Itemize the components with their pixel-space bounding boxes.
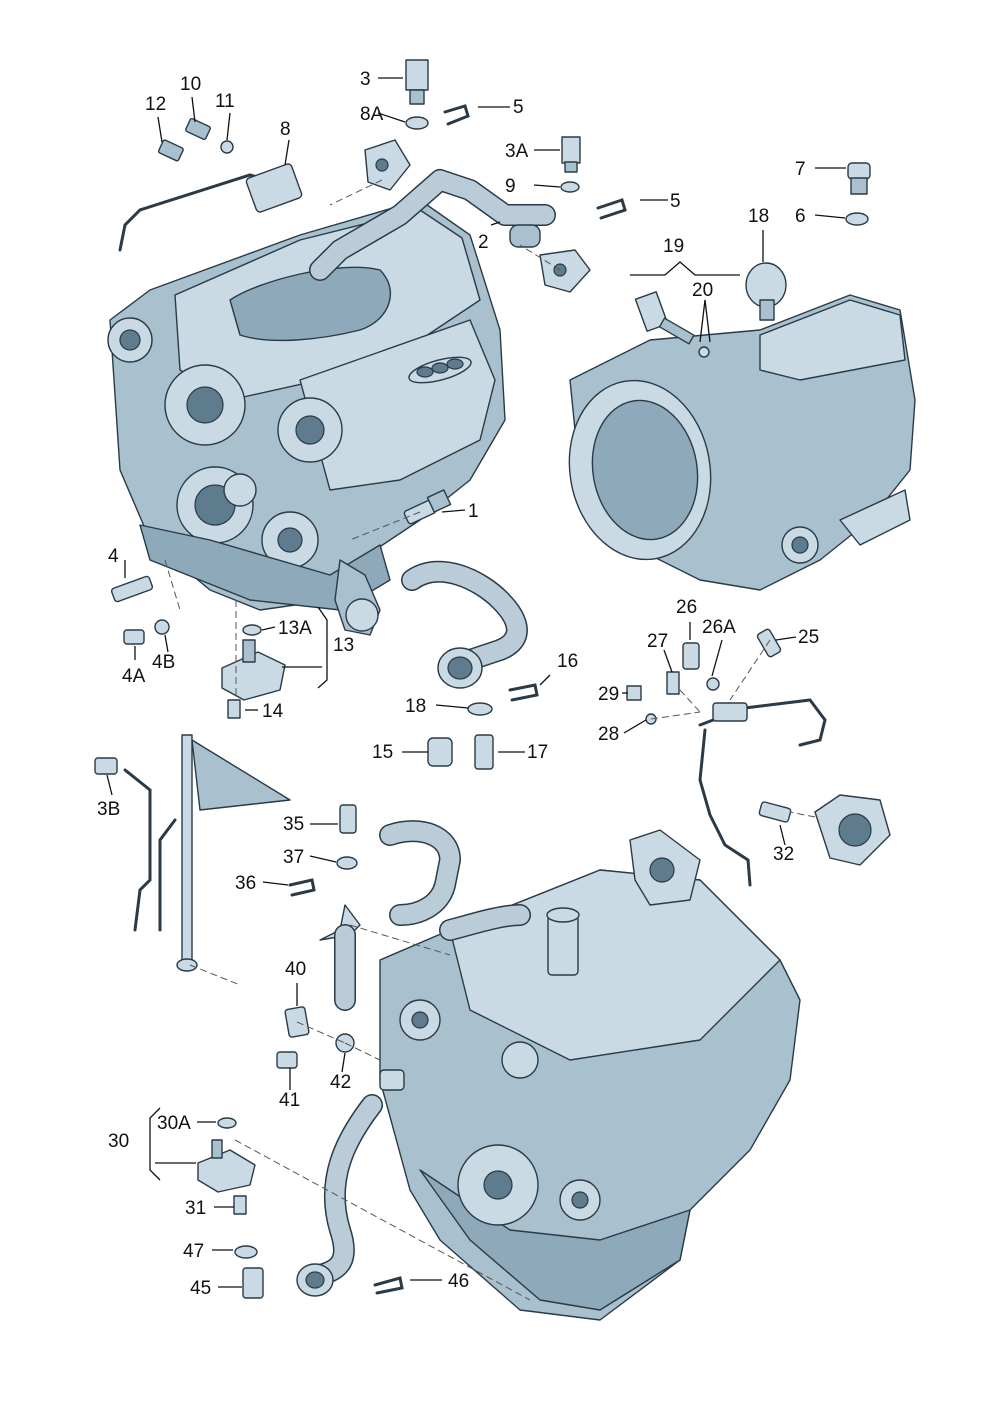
- bolt-14: [227, 699, 241, 719]
- radiator-illustration: [94, 734, 291, 972]
- sensor-17: [474, 734, 494, 770]
- sensor-4: [110, 575, 154, 603]
- callout-6: 6: [795, 206, 806, 227]
- callout-labels: 3 8A 5 3A 9 5 2 7 6 18 19 20 12 10 11 8 …: [97, 69, 819, 1299]
- seal-47: [234, 1245, 258, 1259]
- sensor-13: [221, 639, 286, 701]
- callout-36: 36: [235, 873, 256, 894]
- callout-47: 47: [183, 1241, 204, 1262]
- callout-21: 20: [692, 280, 713, 301]
- seal-30A: [217, 1117, 237, 1129]
- hose-45-47-assembly: [296, 1069, 405, 1297]
- callout-20: 19: [663, 236, 684, 257]
- callout-11: 11: [215, 91, 235, 112]
- hose-16-assembly: [401, 560, 539, 702]
- callout-12: 12: [145, 94, 166, 115]
- callout-42: 42: [330, 1072, 351, 1093]
- callout-4: 4: [108, 546, 119, 567]
- callout-26A: 26A: [702, 617, 736, 638]
- bolt-4A: [123, 629, 145, 645]
- callout-4B: 4B: [152, 652, 175, 673]
- callout-3A: 3A: [505, 141, 529, 162]
- callout-25: 25: [798, 627, 819, 648]
- seal-8A: [560, 181, 580, 193]
- callout-46: 46: [448, 1271, 469, 1292]
- callout-3: 3: [360, 69, 371, 90]
- sensor-32-assembly: [758, 794, 891, 866]
- callout-13A: 13A: [278, 618, 312, 639]
- sensor-3A: [561, 136, 581, 173]
- callout-15: 15: [372, 742, 393, 763]
- bolt-31: [233, 1195, 247, 1215]
- callout-35: 35: [283, 814, 304, 835]
- lower-engine-illustration: [379, 829, 801, 1321]
- callout-40: 40: [285, 959, 306, 980]
- washer-6: [845, 212, 869, 226]
- seal-13A: [242, 624, 262, 636]
- clip-5-lower: [596, 198, 627, 220]
- callout-30A: 30A: [157, 1113, 191, 1134]
- sensor-3: [405, 59, 429, 105]
- callout-2: 2: [478, 232, 489, 253]
- callout-14: 14: [262, 701, 284, 722]
- callout-45: 45: [190, 1278, 211, 1299]
- seal-18: [467, 702, 493, 716]
- sensor-30: [197, 1139, 256, 1193]
- callout-5-mid: 5: [670, 191, 681, 212]
- callout-8A: 9: [505, 176, 516, 197]
- callout-16: 16: [557, 651, 578, 672]
- sensor-45: [242, 1267, 264, 1299]
- callout-30: 30: [108, 1131, 129, 1152]
- callout-27: 27: [647, 631, 668, 652]
- pressure-line-assembly: [626, 628, 827, 887]
- callout-9: 8: [280, 119, 291, 140]
- callout-5-top: 5: [513, 97, 524, 118]
- sensor-19-part: [745, 262, 787, 321]
- callout-18: 18: [405, 696, 426, 717]
- callout-31: 31: [185, 1198, 206, 1219]
- clip-5-upper: [443, 104, 470, 126]
- reference-lines: [164, 179, 816, 1301]
- sensor-20-part: [634, 291, 710, 358]
- callout-7: 7: [795, 159, 806, 180]
- coolant-pipe-assembly: [309, 139, 591, 293]
- hose-35-37-assembly: [288, 804, 461, 1011]
- callout-28: 28: [598, 724, 619, 745]
- transmission-illustration: [568, 294, 916, 591]
- callout-41: 41: [279, 1090, 300, 1111]
- callout-4A: 4A: [122, 666, 146, 687]
- washer-4B: [154, 619, 170, 635]
- callout-1: 1: [468, 501, 479, 522]
- leader-lines: [106, 77, 846, 1288]
- bolt-7: [847, 162, 871, 195]
- callout-3B: 3B: [97, 799, 120, 820]
- plug-15: [427, 737, 453, 767]
- callout-29: 29: [598, 684, 619, 705]
- callout-10: 10: [180, 74, 201, 95]
- sensor-9-assembly: [118, 117, 303, 252]
- upper-engine-illustration: [107, 199, 506, 636]
- seal-8: [405, 116, 429, 130]
- callout-37: 37: [283, 847, 304, 868]
- callout-13: 13: [333, 635, 354, 656]
- callout-32: 32: [773, 844, 794, 865]
- callout-17-label: 17: [527, 742, 548, 763]
- callout-8: 8A: [360, 104, 384, 125]
- callout-19: 18: [748, 206, 769, 227]
- plug-41: [276, 1051, 298, 1069]
- callout-26: 26: [676, 597, 697, 618]
